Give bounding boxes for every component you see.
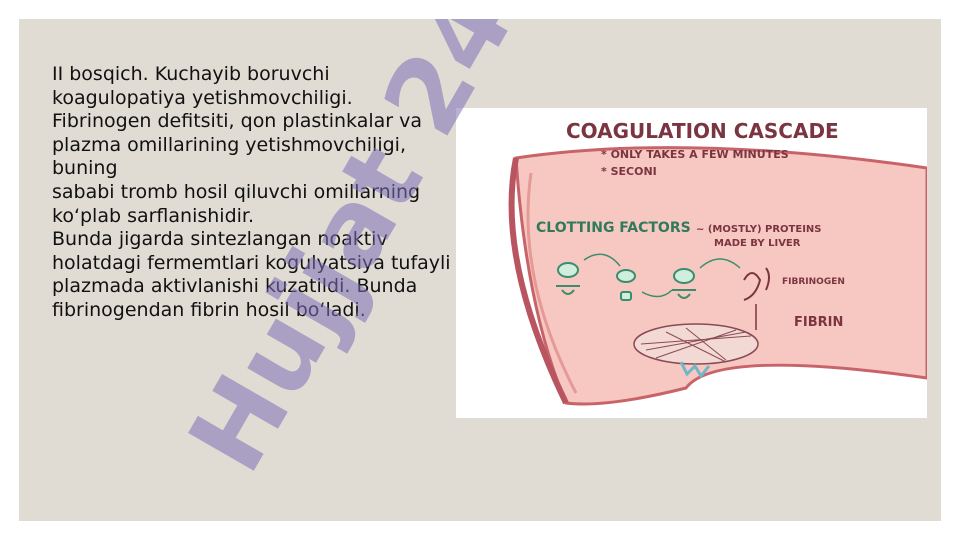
- slide-body-text: II bosqich. Kuchayib boruvchi koagulopat…: [52, 63, 452, 323]
- slide: II bosqich. Kuchayib boruvchi koagulopat…: [19, 19, 941, 521]
- figure-note-2: * SECONI: [601, 165, 657, 178]
- clotting-factors-label: CLOTTING FACTORS: [536, 220, 691, 236]
- fibrinogen-label: FIBRINOGEN: [782, 277, 845, 287]
- figure-note-1: * ONLY TAKES A FEW MINUTES: [601, 148, 789, 161]
- blood-vessel-icon: [514, 146, 927, 406]
- cascade-arrow-icon: [583, 253, 741, 298]
- coagulation-cascade-figure: COAGULATION CASCADE * ONLY TAKES A FEW M…: [456, 108, 927, 418]
- paragraph-cause: sababi tromb hosil qiluvchi omillarning …: [52, 180, 421, 227]
- paragraph-stage-2: II bosqich. Kuchayib boruvchi koagulopat…: [52, 63, 423, 180]
- coagulation-illustration: COAGULATION CASCADE * ONLY TAKES A FEW M…: [508, 119, 927, 406]
- figure-title: COAGULATION CASCADE: [566, 119, 839, 143]
- vessel-wall-icon: [508, 157, 569, 405]
- fibrinogen-icon: [743, 267, 770, 301]
- fibrin-clot-icon: [633, 323, 759, 379]
- fibrin-label: FIBRIN: [794, 315, 843, 330]
- clotting-factor-icon: [556, 262, 696, 301]
- clotting-note-2: MADE BY LIVER: [714, 238, 801, 249]
- paragraph-liver: Bunda jigarda sintezlangan noaktiv holat…: [52, 228, 451, 321]
- clotting-note-1: ~ (MOSTLY) PROTEINS: [696, 224, 822, 235]
